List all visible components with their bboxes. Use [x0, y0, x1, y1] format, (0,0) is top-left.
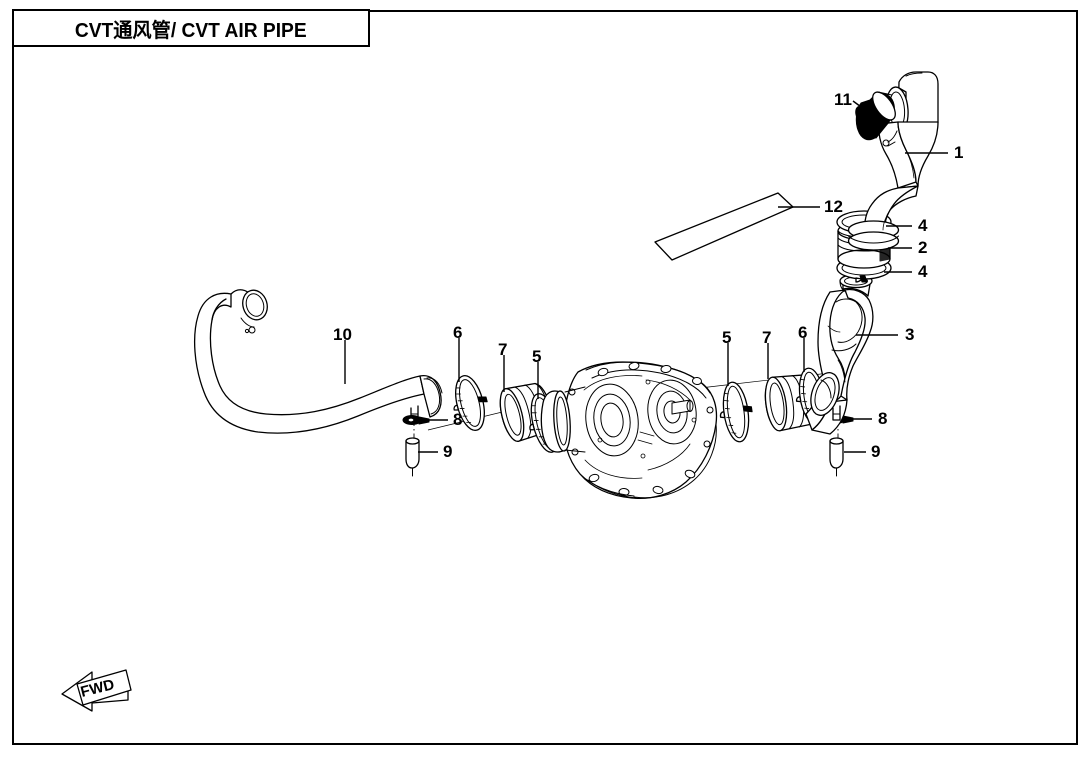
part-6-clamp-ring-outer-left	[453, 375, 488, 431]
callout-4-upper: 4	[918, 216, 928, 235]
part-9-rivet-plug-left	[405, 437, 420, 477]
callout-12: 12	[824, 197, 843, 216]
page-border	[12, 10, 1078, 745]
callout-8-left: 8	[453, 410, 463, 429]
part-5-clamp-ring-right	[719, 381, 753, 443]
callout-2: 2	[918, 238, 928, 257]
title-box: CVT通风管/ CVT AIR PIPE	[12, 9, 370, 47]
callout-8-right: 8	[878, 409, 888, 428]
callout-10: 10	[333, 325, 352, 344]
callout-5-left: 5	[532, 347, 542, 366]
callout-11: 11	[834, 90, 852, 109]
part-11-rubber-cap	[855, 91, 896, 141]
page-title: CVT通风管/ CVT AIR PIPE	[75, 19, 307, 42]
callout-4-lower: 4	[918, 262, 928, 281]
part-9-rivet-plug-right	[829, 437, 844, 477]
callout-9-right: 9	[871, 442, 881, 461]
callout-7-left: 7	[498, 340, 508, 359]
leader-lines	[344, 100, 948, 453]
callout-9-left: 9	[443, 442, 453, 461]
callout-6-right: 6	[798, 323, 808, 342]
callout-5-right: 5	[722, 328, 732, 347]
orientation-badge-fwd: FWD	[61, 669, 132, 712]
part-8-washer-clip-left	[402, 415, 430, 452]
callout-7-right: 7	[762, 328, 772, 347]
callout-3: 3	[905, 325, 915, 344]
part-10-cvt-air-pipe-left	[194, 289, 443, 434]
cvt-housing-cover	[540, 361, 718, 500]
callout-6-left: 6	[453, 323, 463, 342]
part-12-protective-strip	[654, 192, 794, 261]
part-3-cvt-air-duct-lower	[805, 273, 874, 435]
callout-1: 1	[954, 143, 964, 162]
